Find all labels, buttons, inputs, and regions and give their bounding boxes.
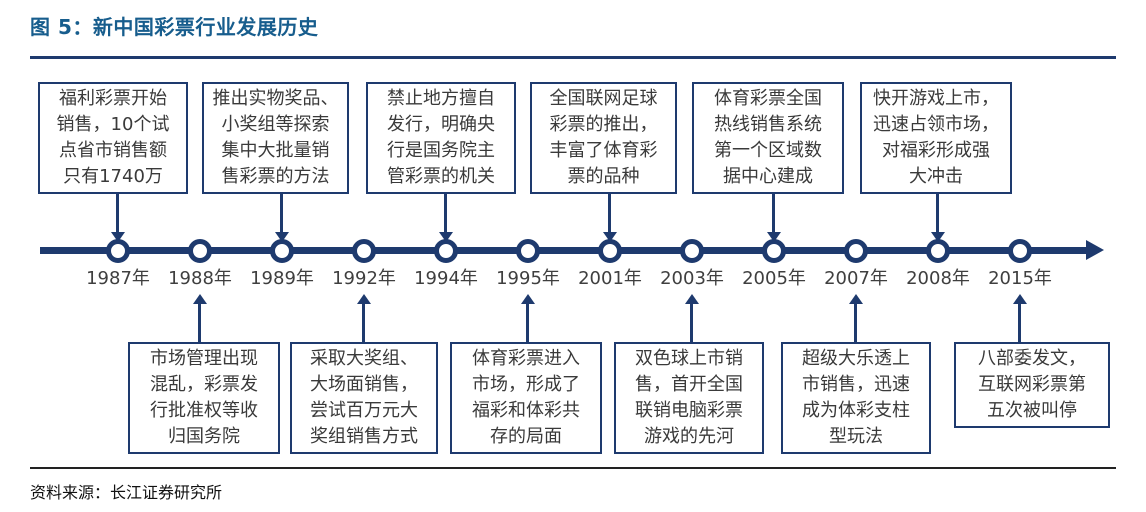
timeline-node-1994 bbox=[434, 239, 458, 263]
event-box-bottom-2007: 超级大乐透上 市销售，迅速 成为体彩支柱 型玩法 bbox=[781, 342, 931, 454]
event-text: 市场管理出现 混乱，彩票发 行批准权等收 归国务院 bbox=[150, 348, 258, 447]
year-label: 2003年 bbox=[660, 268, 724, 289]
year-label: 2008年 bbox=[906, 268, 970, 289]
timeline-node-2015 bbox=[1008, 239, 1032, 263]
timeline-axis bbox=[40, 247, 1088, 254]
year-label: 1992年 bbox=[332, 268, 396, 289]
connector-down-arrow-2005 bbox=[772, 194, 775, 232]
event-box-top-2008: 快开游戏上市， 迅速占领市场， 对福彩形成强 大冲击 bbox=[860, 82, 1012, 194]
year-label: 1995年 bbox=[496, 268, 560, 289]
event-box-top-1987: 福利彩票开始 销售，10个试 点省市销售额 只有1740万 bbox=[38, 82, 188, 194]
event-box-bottom-2015: 八部委发文， 互联网彩票第 五次被叫停 bbox=[954, 342, 1110, 428]
year-label: 1987年 bbox=[86, 268, 150, 289]
event-box-bottom-1992: 采取大奖组、 大场面销售， 尝试百万元大 奖组销售方式 bbox=[290, 342, 438, 454]
event-box-top-1994: 禁止地方擅自 发行，明确央 行是国务院主 管彩票的机关 bbox=[366, 82, 516, 194]
connector-down-arrow-1994 bbox=[444, 194, 447, 232]
source-text: 资料来源：长江证券研究所 bbox=[30, 483, 223, 502]
connector-down-arrow-2008 bbox=[936, 194, 939, 232]
connector-down-arrow-1987 bbox=[116, 194, 119, 232]
year-label: 2007年 bbox=[824, 268, 888, 289]
connector-up-arrow-2007 bbox=[854, 304, 857, 342]
event-box-bottom-1995: 体育彩票进入 市场，形成了 福彩和体彩共 存的局面 bbox=[450, 342, 602, 454]
timeline-node-1987 bbox=[106, 239, 130, 263]
year-label: 2001年 bbox=[578, 268, 642, 289]
event-text: 全国联网足球 彩票的推出， 丰富了体育彩 票的品种 bbox=[549, 88, 658, 187]
connector-up-arrow-2015 bbox=[1018, 304, 1021, 342]
event-text: 福利彩票开始 销售，10个试 点省市销售额 只有1740万 bbox=[56, 88, 170, 187]
connector-up-arrow-1992 bbox=[362, 304, 365, 342]
event-box-top-2001: 全国联网足球 彩票的推出， 丰富了体育彩 票的品种 bbox=[530, 82, 677, 194]
event-box-bottom-1988: 市场管理出现 混乱，彩票发 行批准权等收 归国务院 bbox=[128, 342, 280, 454]
event-box-top-1989: 推出实物奖品、 小奖组等探索 集中大批量销 售彩票的方法 bbox=[202, 82, 349, 194]
year-label: 1989年 bbox=[250, 268, 314, 289]
event-text: 快开游戏上市， 迅速占领市场， 对福彩形成强 大冲击 bbox=[873, 88, 999, 187]
event-text: 双色球上市销 售，首开全国 联销电脑彩票 游戏的先河 bbox=[635, 348, 743, 447]
event-text: 体育彩票进入 市场，形成了 福彩和体彩共 存的局面 bbox=[472, 348, 580, 447]
timeline-node-2008 bbox=[926, 239, 950, 263]
connector-down-arrow-2001 bbox=[608, 194, 611, 232]
timeline-arrowhead-icon bbox=[1086, 240, 1104, 260]
title-divider bbox=[30, 56, 1116, 59]
event-text: 超级大乐透上 市销售，迅速 成为体彩支柱 型玩法 bbox=[802, 348, 910, 447]
event-box-top-2005: 体育彩票全国 热线销售系统 第一个区域数 据中心建成 bbox=[692, 82, 844, 194]
timeline-node-1995 bbox=[516, 239, 540, 263]
event-text: 体育彩票全国 热线销售系统 第一个区域数 据中心建成 bbox=[714, 88, 822, 187]
connector-up-arrow-1995 bbox=[526, 304, 529, 342]
connector-up-arrow-2003 bbox=[690, 304, 693, 342]
timeline-node-1992 bbox=[352, 239, 376, 263]
connector-up-arrow-1988 bbox=[198, 304, 201, 342]
year-label: 2015年 bbox=[988, 268, 1052, 289]
year-label: 1988年 bbox=[168, 268, 232, 289]
year-label: 1994年 bbox=[414, 268, 478, 289]
event-text: 推出实物奖品、 小奖组等探索 集中大批量销 售彩票的方法 bbox=[212, 88, 339, 187]
timeline-node-2005 bbox=[762, 239, 786, 263]
year-label: 2005年 bbox=[742, 268, 806, 289]
timeline-node-2003 bbox=[680, 239, 704, 263]
timeline-node-1989 bbox=[270, 239, 294, 263]
event-text: 禁止地方擅自 发行，明确央 行是国务院主 管彩票的机关 bbox=[387, 88, 495, 187]
source-divider bbox=[30, 467, 1116, 469]
event-box-bottom-2003: 双色球上市销 售，首开全国 联销电脑彩票 游戏的先河 bbox=[614, 342, 764, 454]
timeline-node-2001 bbox=[598, 239, 622, 263]
event-text: 八部委发文， 互联网彩票第 五次被叫停 bbox=[978, 348, 1086, 421]
figure-title: 图 5：新中国彩票行业发展历史 bbox=[30, 15, 319, 39]
timeline-node-1988 bbox=[188, 239, 212, 263]
timeline-node-2007 bbox=[844, 239, 868, 263]
connector-down-arrow-1989 bbox=[280, 194, 283, 232]
event-text: 采取大奖组、 大场面销售， 尝试百万元大 奖组销售方式 bbox=[310, 348, 418, 447]
